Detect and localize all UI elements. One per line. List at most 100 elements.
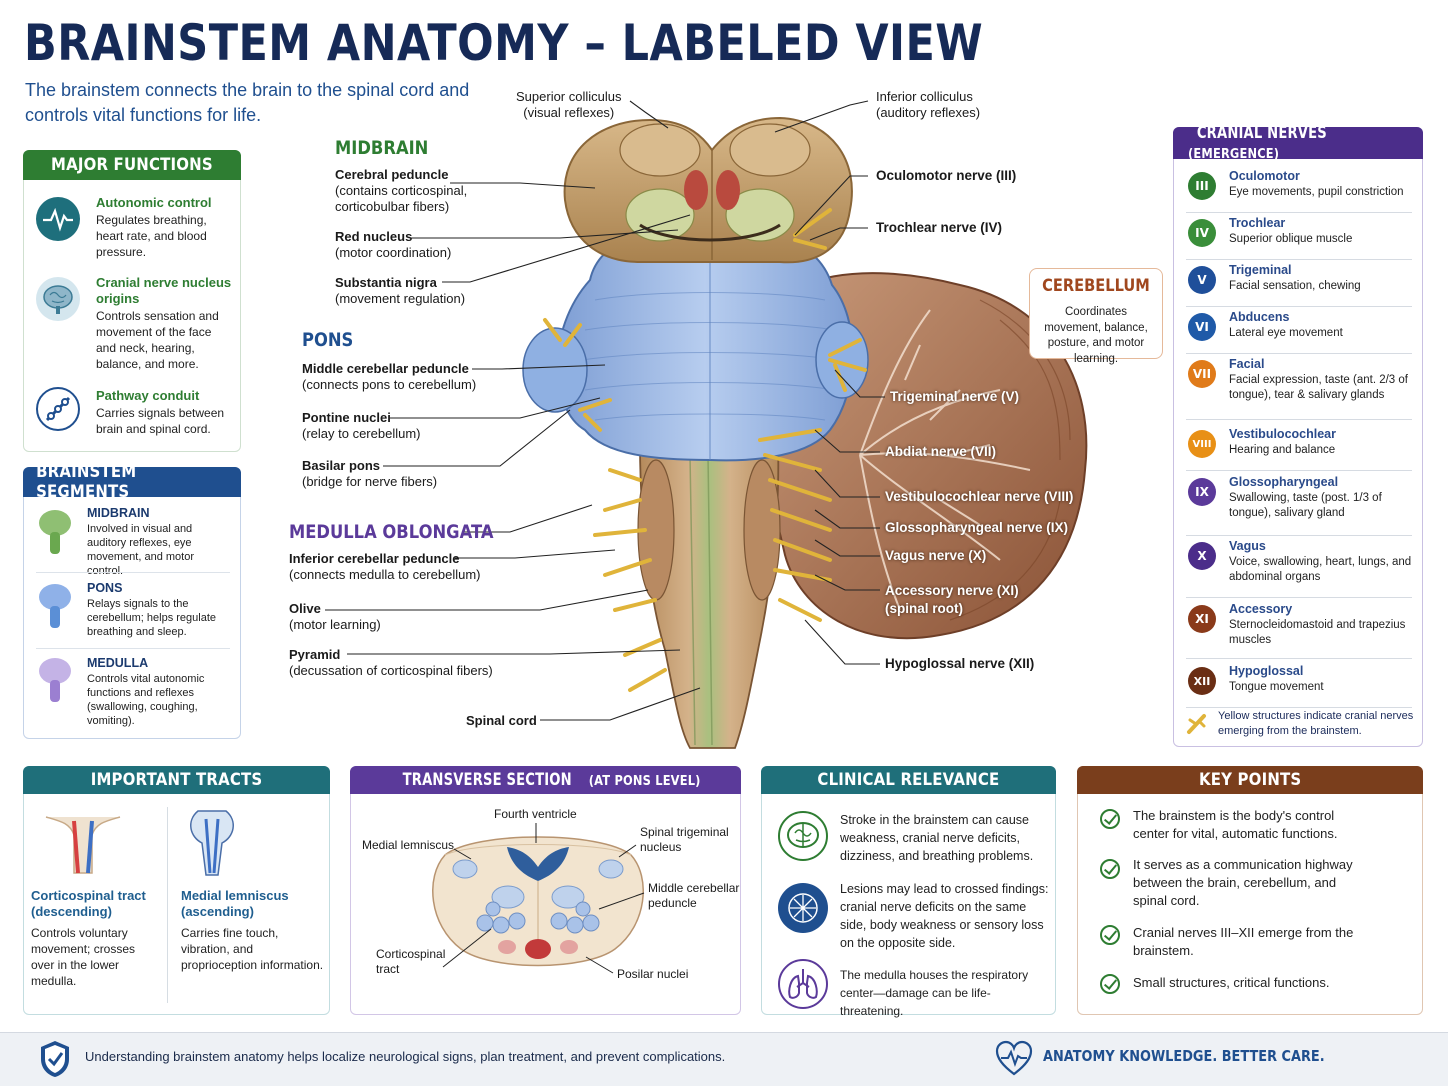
- label-abducens-nerve: Abdiat nerve (VII): [885, 444, 997, 459]
- function-desc: Controls sensation and movement of the f…: [96, 309, 219, 371]
- nerve-number-badge: VII: [1188, 360, 1216, 388]
- cranial-nerve-row: IV Trochlear Superior oblique muscle: [1186, 213, 1412, 260]
- label-vagus-nerve: Vagus nerve (X): [885, 548, 987, 563]
- label-spinal-trigeminal: Spinal trigeminal nucleus: [640, 825, 729, 854]
- middle-cerebellar-peduncle: [522, 327, 588, 413]
- cranial-nerve-row: VII Facial Facial expression, taste (ant…: [1186, 354, 1412, 420]
- lesion-icon: [778, 883, 828, 933]
- label-oculomotor-nerve: Oculomotor nerve (III): [876, 168, 1017, 183]
- red-nucleus-right: [716, 170, 740, 210]
- lungs-icon: [778, 959, 828, 1009]
- clinical-item: Lesions may lead to crossed findings: cr…: [840, 882, 1049, 950]
- important-tracts-panel: IMPORTANT TRACTS Corticospinal tract (de…: [23, 766, 330, 1015]
- heartbeat-icon: [36, 197, 80, 241]
- label-trigeminal-nerve: Trigeminal nerve (V): [890, 389, 1020, 404]
- segment-title: PONS: [87, 581, 123, 595]
- label-glossopharyngeal-nerve: Glossopharyngeal nerve (IX): [885, 520, 1069, 535]
- key-point: Small structures, critical functions.: [1133, 975, 1330, 990]
- cranial-nerve-row: III Oculomotor Eye movements, pupil cons…: [1186, 166, 1412, 213]
- pons-icon: [39, 584, 71, 628]
- cranial-nerve-row: IX Glossopharyngeal Swallowing, taste (p…: [1186, 472, 1412, 536]
- nerve-number-badge: X: [1188, 542, 1216, 570]
- label-red-nucleus: Red nucleus (motor coordination): [335, 229, 452, 260]
- segments-heading: BRAINSTEM SEGMENTS: [23, 462, 241, 502]
- label-corticospinal: Corticospinal tract: [376, 947, 446, 976]
- midbrain-heading: MIDBRAIN: [335, 137, 429, 159]
- nerve-number-badge: VI: [1188, 313, 1216, 341]
- cranial-nerve-row: VIII Vestibulocochlear Hearing and balan…: [1186, 424, 1412, 471]
- nerve-name: Hypoglossal: [1229, 664, 1304, 678]
- cranial-nerves-heading: CRANIAL NERVES (EMERGENCE): [1173, 123, 1423, 162]
- nerve-number-badge: IV: [1188, 219, 1216, 247]
- medulla-heading: MEDULLA OBLONGATA: [289, 521, 494, 543]
- nerve-name: Accessory: [1229, 602, 1293, 616]
- label-accessory-nerve: Accessory nerve (XI) (spinal root): [885, 583, 1019, 616]
- inferior-colliculus: [729, 123, 811, 177]
- midbrain-icon: [39, 510, 71, 554]
- cranial-nerve-row: X Vagus Voice, swallowing, heart, lungs,…: [1186, 536, 1412, 598]
- key-points-heading: KEY POINTS: [1077, 766, 1423, 794]
- nerve-name: Trigeminal: [1229, 263, 1292, 277]
- label-vestibulocochlear-nerve: Vestibulocochlear nerve (VIII): [885, 489, 1074, 504]
- cranial-nerves-panel: CRANIAL NERVES (EMERGENCE) III Oculomoto…: [1173, 123, 1423, 747]
- cerebellum-heading: CEREBELLUM: [1042, 276, 1150, 296]
- check-icon: [1100, 809, 1120, 829]
- transverse-heading: TRANSVERSE SECTION (AT PONS LEVEL): [350, 766, 741, 794]
- label-superior-colliculus: Superior colliculus (visual reflexes): [516, 89, 622, 120]
- clinical-item: Stroke in the brainstem can cause weakne…: [840, 813, 1034, 863]
- cerebellum-desc: Coordinates movement, balance, posture, …: [1044, 306, 1148, 365]
- medulla-icon: [39, 658, 71, 702]
- tract-desc: Controls voluntary movement; crosses ove…: [31, 926, 136, 988]
- check-icon: [1100, 925, 1120, 945]
- segment-title: MIDBRAIN: [87, 506, 150, 520]
- nerve-legend-icon: [1187, 714, 1206, 734]
- label-leader-lines: [325, 100, 885, 721]
- nerve-number-badge: V: [1188, 266, 1216, 294]
- cranial-nerve-row: V Trigeminal Facial sensation, chewing: [1186, 260, 1412, 307]
- label-posilar-nuclei: Posilar nuclei: [617, 967, 689, 981]
- label-fourth-ventricle: Fourth ventricle: [494, 807, 577, 821]
- page-title: BRAINSTEM ANATOMY – LABELED VIEW: [24, 14, 984, 72]
- nerve-number-badge: III: [1188, 172, 1216, 200]
- nerve-desc: Facial sensation, chewing: [1229, 280, 1361, 292]
- label-cerebral-peduncle: Cerebral peduncle (contains corticospina…: [335, 167, 468, 214]
- brainstem-illustration: [522, 116, 1088, 749]
- cranial-nerve-row: XI Accessory Sternocleidomastoid and tra…: [1186, 599, 1412, 659]
- brain-icon: [36, 277, 80, 321]
- check-icon: [1100, 859, 1120, 879]
- clinical-relevance-panel: CLINICAL RELEVANCE Stroke in the brainst…: [761, 766, 1056, 1018]
- nerve-desc: Superior oblique muscle: [1229, 233, 1353, 245]
- segment-title: MEDULLA: [87, 656, 149, 670]
- nerve-desc: Eye movements, pupil constriction: [1229, 186, 1404, 198]
- function-title: Cranial nerve nucleus origins: [96, 275, 232, 306]
- segment-desc: Relays signals to the cerebellum; helps …: [87, 598, 217, 638]
- label-medial-lemniscus: Medial lemniscus: [362, 838, 455, 852]
- cranial-nerves-note: Yellow structures indicate cranial nerve…: [1218, 710, 1414, 737]
- corticospinal-tract-icon: [45, 816, 121, 874]
- cranial-nerve-row: VI Abducens Lateral eye movement: [1186, 307, 1412, 354]
- cranial-nerves-yellow: [543, 208, 867, 692]
- segments-panel: BRAINSTEM SEGMENTS MIDBRAIN Involved in …: [23, 462, 241, 739]
- segment-desc: Involved in visual and auditory reflexes…: [87, 523, 194, 577]
- pons-heading: PONS: [302, 329, 354, 351]
- nerve-desc: Tongue movement: [1229, 681, 1324, 693]
- nerve-name: Glossopharyngeal: [1229, 475, 1339, 489]
- cranial-nerve-row: XII Hypoglossal Tongue movement: [1186, 661, 1412, 708]
- segment-desc: Controls vital autonomic functions and r…: [87, 673, 205, 727]
- cerebellum-callout: CEREBELLUM Coordinates movement, balance…: [1029, 268, 1163, 365]
- transverse-section-panel: TRANSVERSE SECTION (AT PONS LEVEL) Fourt…: [350, 766, 741, 1015]
- function-desc: Carries signals between brain and spinal…: [96, 406, 225, 436]
- key-point: It serves as a communication highway bet…: [1133, 857, 1353, 908]
- label-pyramid: Pyramid (decussation of corticospinal fi…: [289, 647, 493, 678]
- function-title: Autonomic control: [96, 195, 212, 210]
- tract-title: Corticospinal tract (descending): [31, 888, 146, 919]
- nerve-desc: Swallowing, taste (post. 1/3 of tongue),…: [1229, 492, 1382, 519]
- medial-lemniscus-icon: [190, 810, 234, 876]
- major-functions-panel: MAJOR FUNCTIONS Autonomic control Regula…: [23, 150, 241, 452]
- label-hypoglossal-nerve: Hypoglossal nerve (XII): [885, 656, 1035, 671]
- tract-desc: Carries fine touch, vibration, and propr…: [181, 926, 324, 972]
- label-basilar-pons: Basilar pons (bridge for nerve fibers): [302, 458, 438, 489]
- function-desc: Regulates breathing, heart rate, and blo…: [96, 213, 207, 259]
- superior-colliculus: [619, 123, 701, 177]
- nerve-name: Oculomotor: [1229, 169, 1300, 183]
